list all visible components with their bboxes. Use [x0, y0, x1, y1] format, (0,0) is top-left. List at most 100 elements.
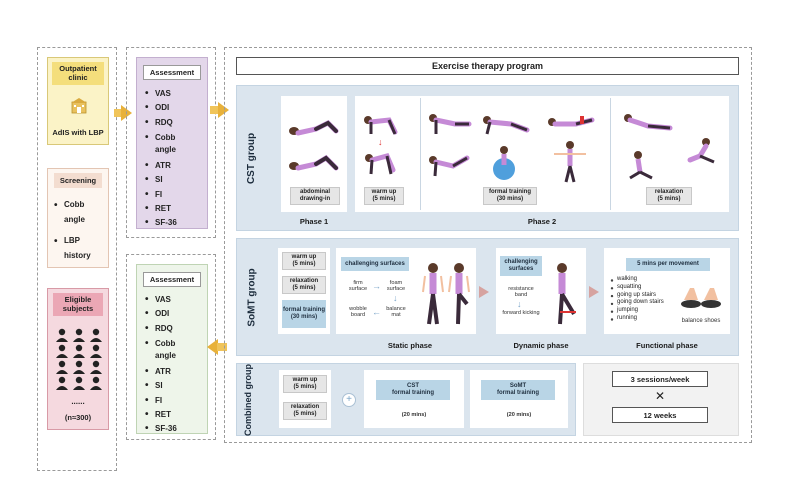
assessment-item: RDQ	[143, 117, 207, 128]
standing-figure-icon	[448, 263, 470, 325]
exercise-ball-icon	[493, 146, 515, 180]
exercise-figure-icon	[289, 119, 339, 136]
surface-firm: firm surface	[348, 280, 368, 293]
cst-warmup-tag: warm up (5 mins)	[364, 187, 404, 205]
assessment-item: SI	[143, 174, 207, 185]
plus-icon: +	[342, 393, 356, 407]
assessment-item: SF-36	[143, 217, 207, 228]
arrow-right-icon	[210, 102, 230, 118]
screening-item: LBP history	[52, 232, 102, 263]
somt-warmup-tag: warm up (5 mins)	[282, 252, 326, 270]
arrow-left-icon: ←	[372, 307, 381, 317]
outpatient-subtitle: AdIS with LBP	[52, 128, 104, 137]
plus-text: +	[346, 394, 352, 405]
program-title: Exercise therapy program	[236, 57, 739, 75]
exercise-figure-icon	[483, 116, 530, 135]
exercise-figure-icon	[624, 114, 673, 131]
outpatient-title: Outpatient clinic	[52, 62, 104, 86]
exercise-figure-icon	[629, 151, 653, 180]
arrow-down-icon: ↓	[393, 293, 398, 303]
arrow-left-icon	[207, 339, 227, 355]
arrow-down-icon: ↓	[378, 137, 383, 147]
functional-item: jumping	[617, 307, 639, 314]
somt-static-title: challenging surfaces	[341, 257, 409, 271]
functional-item: going down stairs	[617, 299, 664, 306]
assessment-bottom-title: Assessment	[143, 272, 201, 287]
assessment-item: SF-36	[143, 423, 207, 434]
balance-shoes-label: balance shoes	[681, 318, 721, 324]
assessment-item: FI	[143, 189, 207, 200]
somt-relax-tag: relaxation (5 mins)	[282, 276, 326, 294]
resistance-band: resistance band	[508, 286, 534, 299]
exercise-figure-icon	[364, 116, 398, 135]
eligible-dots: ......	[71, 397, 85, 406]
assessment-item: Cobb angle	[143, 131, 187, 155]
exercise-figure-icon	[289, 154, 339, 171]
assessment-item: VAS	[143, 294, 207, 305]
assessment-top-title: Assessment	[143, 65, 201, 80]
forward-kicking: forward kicking	[502, 310, 540, 316]
divider	[610, 98, 611, 210]
surface-balance-mat: balance mat	[386, 306, 406, 319]
combined-somt-tag: SoMT formal training	[481, 380, 555, 400]
assessment-item: SI	[143, 380, 207, 391]
assessment-top-outer	[126, 47, 216, 238]
combined-group-label: Combined group	[243, 363, 253, 436]
exercise-figure-icon	[429, 114, 472, 134]
assessment-item: ODI	[143, 102, 207, 113]
combined-relax-tag: relaxation (5 mins)	[283, 402, 327, 420]
assessment-item: Cobb angle	[143, 337, 187, 361]
times-icon: ✕	[654, 389, 666, 403]
cst-phase1-label: Phase 1	[299, 217, 329, 226]
somt-dynamic-label: Dynamic phase	[513, 341, 569, 350]
cst-phase1-tag: abdominal drawing-in	[290, 187, 340, 205]
functional-item: squatting	[617, 283, 642, 290]
weeks-text: 12 weeks	[643, 410, 677, 420]
outpatient-box: Outpatient clinic AdIS with LBP	[47, 57, 109, 145]
combined-somt-time: (20 mins)	[506, 412, 532, 418]
exercise-figure-icon	[365, 153, 396, 175]
surface-foam: foam surface	[386, 280, 406, 293]
assessment-item: ODI	[143, 308, 207, 319]
surface-wobble: wobble board	[349, 306, 367, 319]
assessment-top-box: Assessment VAS ODI RDQ Cobb angle ATR SI…	[136, 57, 208, 229]
combined-cst-tag: CST formal training	[376, 380, 450, 400]
bullet-dots	[610, 279, 614, 321]
arrow-down-icon: ↓	[517, 299, 522, 309]
functional-item: running	[617, 314, 638, 321]
exercise-figure-icon	[554, 141, 586, 183]
balance-shoes-icon	[681, 288, 721, 308]
cst-group-label: CST group	[246, 132, 258, 184]
screening-box: Screening Cobb angle LBP history	[47, 168, 109, 268]
left-column	[37, 47, 117, 471]
screening-title: Screening	[54, 173, 102, 188]
weeks-box: 12 weeks	[612, 407, 708, 423]
assessment-item: FI	[143, 395, 207, 406]
somt-formal-tag: formal training (30 mins)	[282, 300, 326, 328]
combined-cst-time: (20 mins)	[401, 412, 427, 418]
assessment-item: RET	[143, 203, 207, 214]
arrow-right-icon	[589, 286, 599, 298]
somt-functional-label: Functional phase	[636, 341, 698, 350]
somt-static-label: Static phase	[387, 341, 433, 350]
cst-phase2-label: Phase 2	[527, 217, 557, 226]
somt-functional-title: 5 mins per movement	[626, 258, 710, 271]
sessions-text: 3 sessions/week	[630, 374, 690, 384]
cst-relax-tag: relaxation (5 mins)	[646, 187, 692, 205]
program-title-text: Exercise therapy program	[431, 61, 544, 71]
sessions-box: 3 sessions/week	[612, 371, 708, 387]
assessment-item: ATR	[143, 366, 207, 377]
assessment-item: RDQ	[143, 323, 207, 334]
eligible-box: Eligible subjects ...... (n≈300)	[47, 288, 109, 430]
assessment-item: RET	[143, 409, 207, 420]
eligible-count: (n≈300)	[64, 413, 92, 422]
arrow-right-icon	[479, 286, 489, 298]
assessment-item: ATR	[143, 160, 207, 171]
assessment-bottom-box: Assessment VAS ODI RDQ Cobb angle ATR SI…	[136, 264, 208, 434]
kicking-figure-icon	[557, 263, 576, 325]
cst-formal-tag: formal training (30 mins)	[483, 187, 537, 205]
eligible-title: Eligible subjects	[53, 293, 103, 317]
standing-figure-icon	[422, 263, 444, 325]
functional-item: going up stairs	[617, 291, 657, 298]
somt-dynamic-title: challenging surfaces	[500, 256, 542, 276]
